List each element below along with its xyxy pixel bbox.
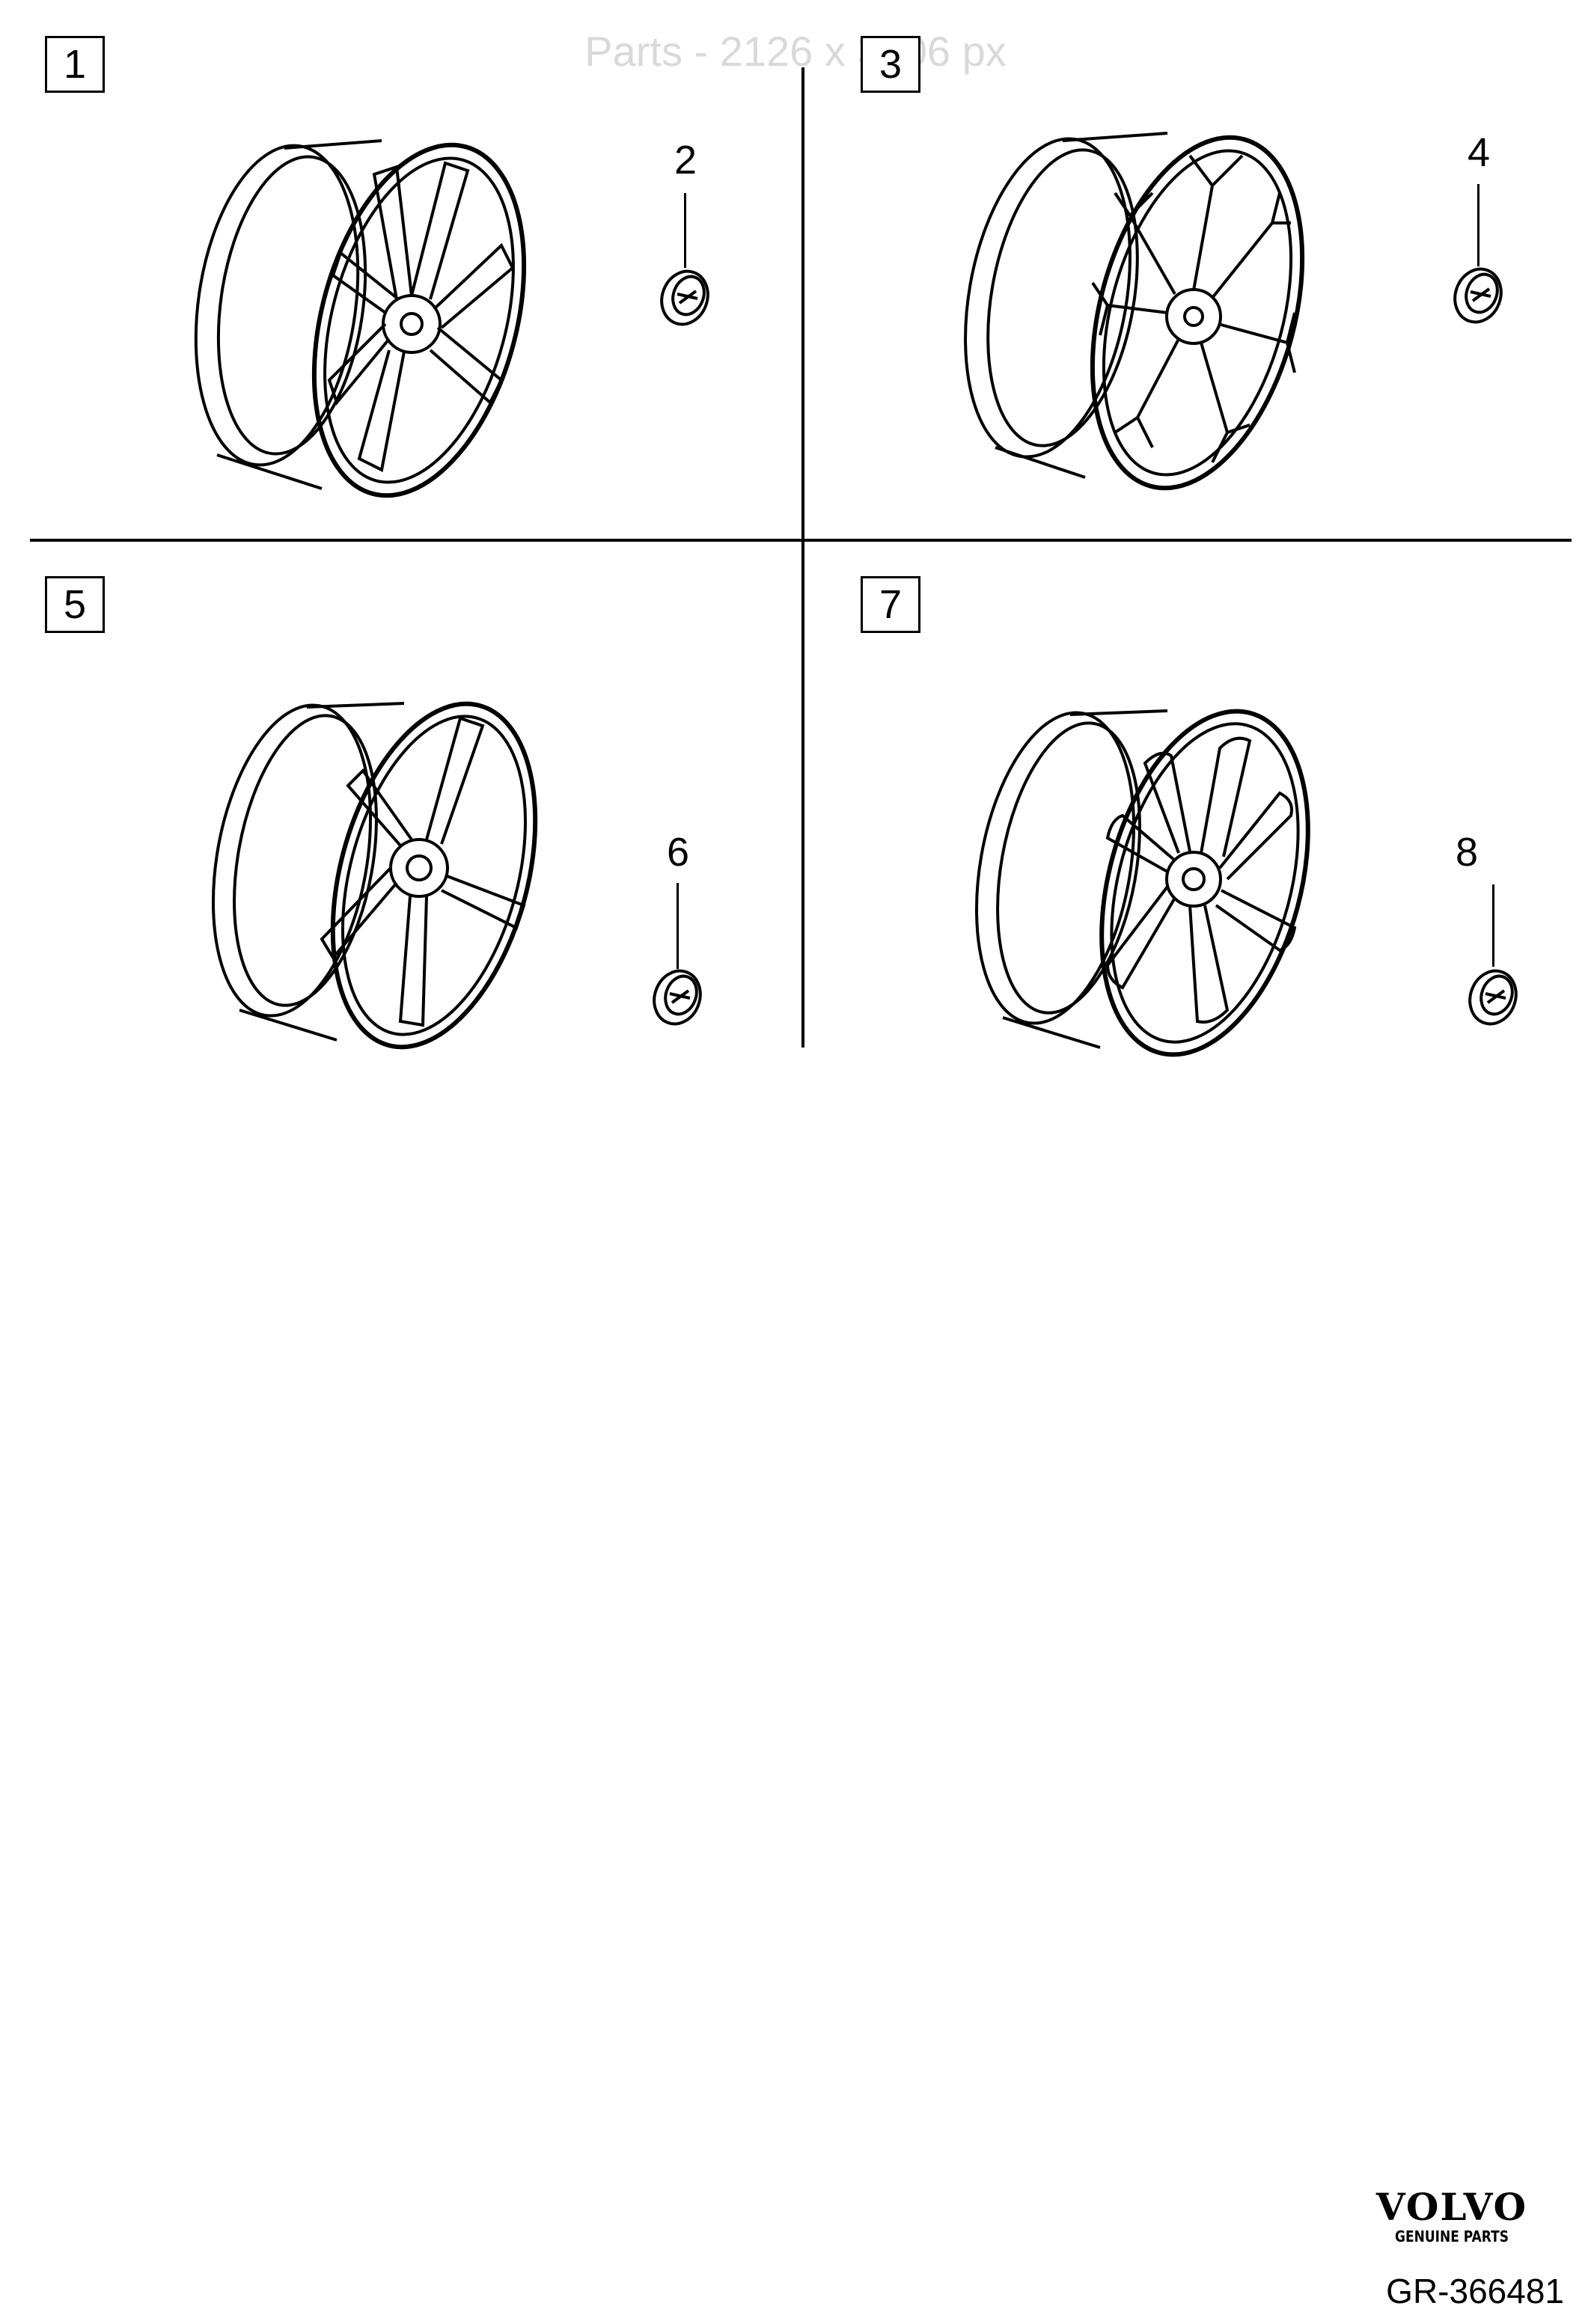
horizontal-divider — [30, 539, 1572, 542]
center-cap-icon[interactable] — [1459, 964, 1527, 1031]
wheel-label-box[interactable]: 5 — [45, 576, 105, 633]
center-cap-icon[interactable] — [644, 964, 711, 1031]
reference-number: GR-366481 — [1386, 2272, 1564, 2311]
wheel-five-spoke-icon[interactable] — [187, 643, 561, 1077]
watermark: Parts - 2126 x 3106 px — [584, 28, 1007, 75]
panel-wheel-1: 1 2 — [15, 36, 771, 545]
panel-wheel-7: 7 8 — [831, 576, 1587, 1085]
panel-wheel-5: 5 6 — [15, 576, 771, 1085]
wheel-label-box[interactable]: 7 — [861, 576, 920, 633]
center-cap-icon[interactable] — [1444, 262, 1512, 329]
center-cap-icon[interactable] — [651, 264, 718, 331]
wheel-label-box[interactable]: 1 — [45, 36, 105, 93]
wheel-twin-spoke-icon[interactable] — [172, 81, 546, 515]
leader-line — [684, 193, 686, 268]
wheel-label-box[interactable]: 3 — [861, 36, 920, 93]
wheel-y-spoke-icon[interactable] — [943, 73, 1317, 507]
cap-label[interactable]: 8 — [1455, 830, 1479, 875]
cap-label[interactable]: 6 — [666, 830, 690, 875]
vertical-divider — [801, 67, 804, 1048]
leader-line — [1492, 884, 1494, 967]
leader-line — [677, 883, 679, 969]
cap-label[interactable]: 4 — [1467, 130, 1491, 175]
wheel-multi-spoke-icon[interactable] — [950, 651, 1325, 1085]
cap-label[interactable]: 2 — [674, 138, 697, 183]
leader-line — [1477, 184, 1479, 266]
volvo-logo: VOLVO — [1375, 2185, 1528, 2229]
panel-wheel-3: 3 4 — [831, 36, 1587, 545]
brand-block: VOLVO GENUINE PARTS — [1347, 2189, 1557, 2247]
brand-subtitle: GENUINE PARTS — [1395, 2227, 1509, 2245]
